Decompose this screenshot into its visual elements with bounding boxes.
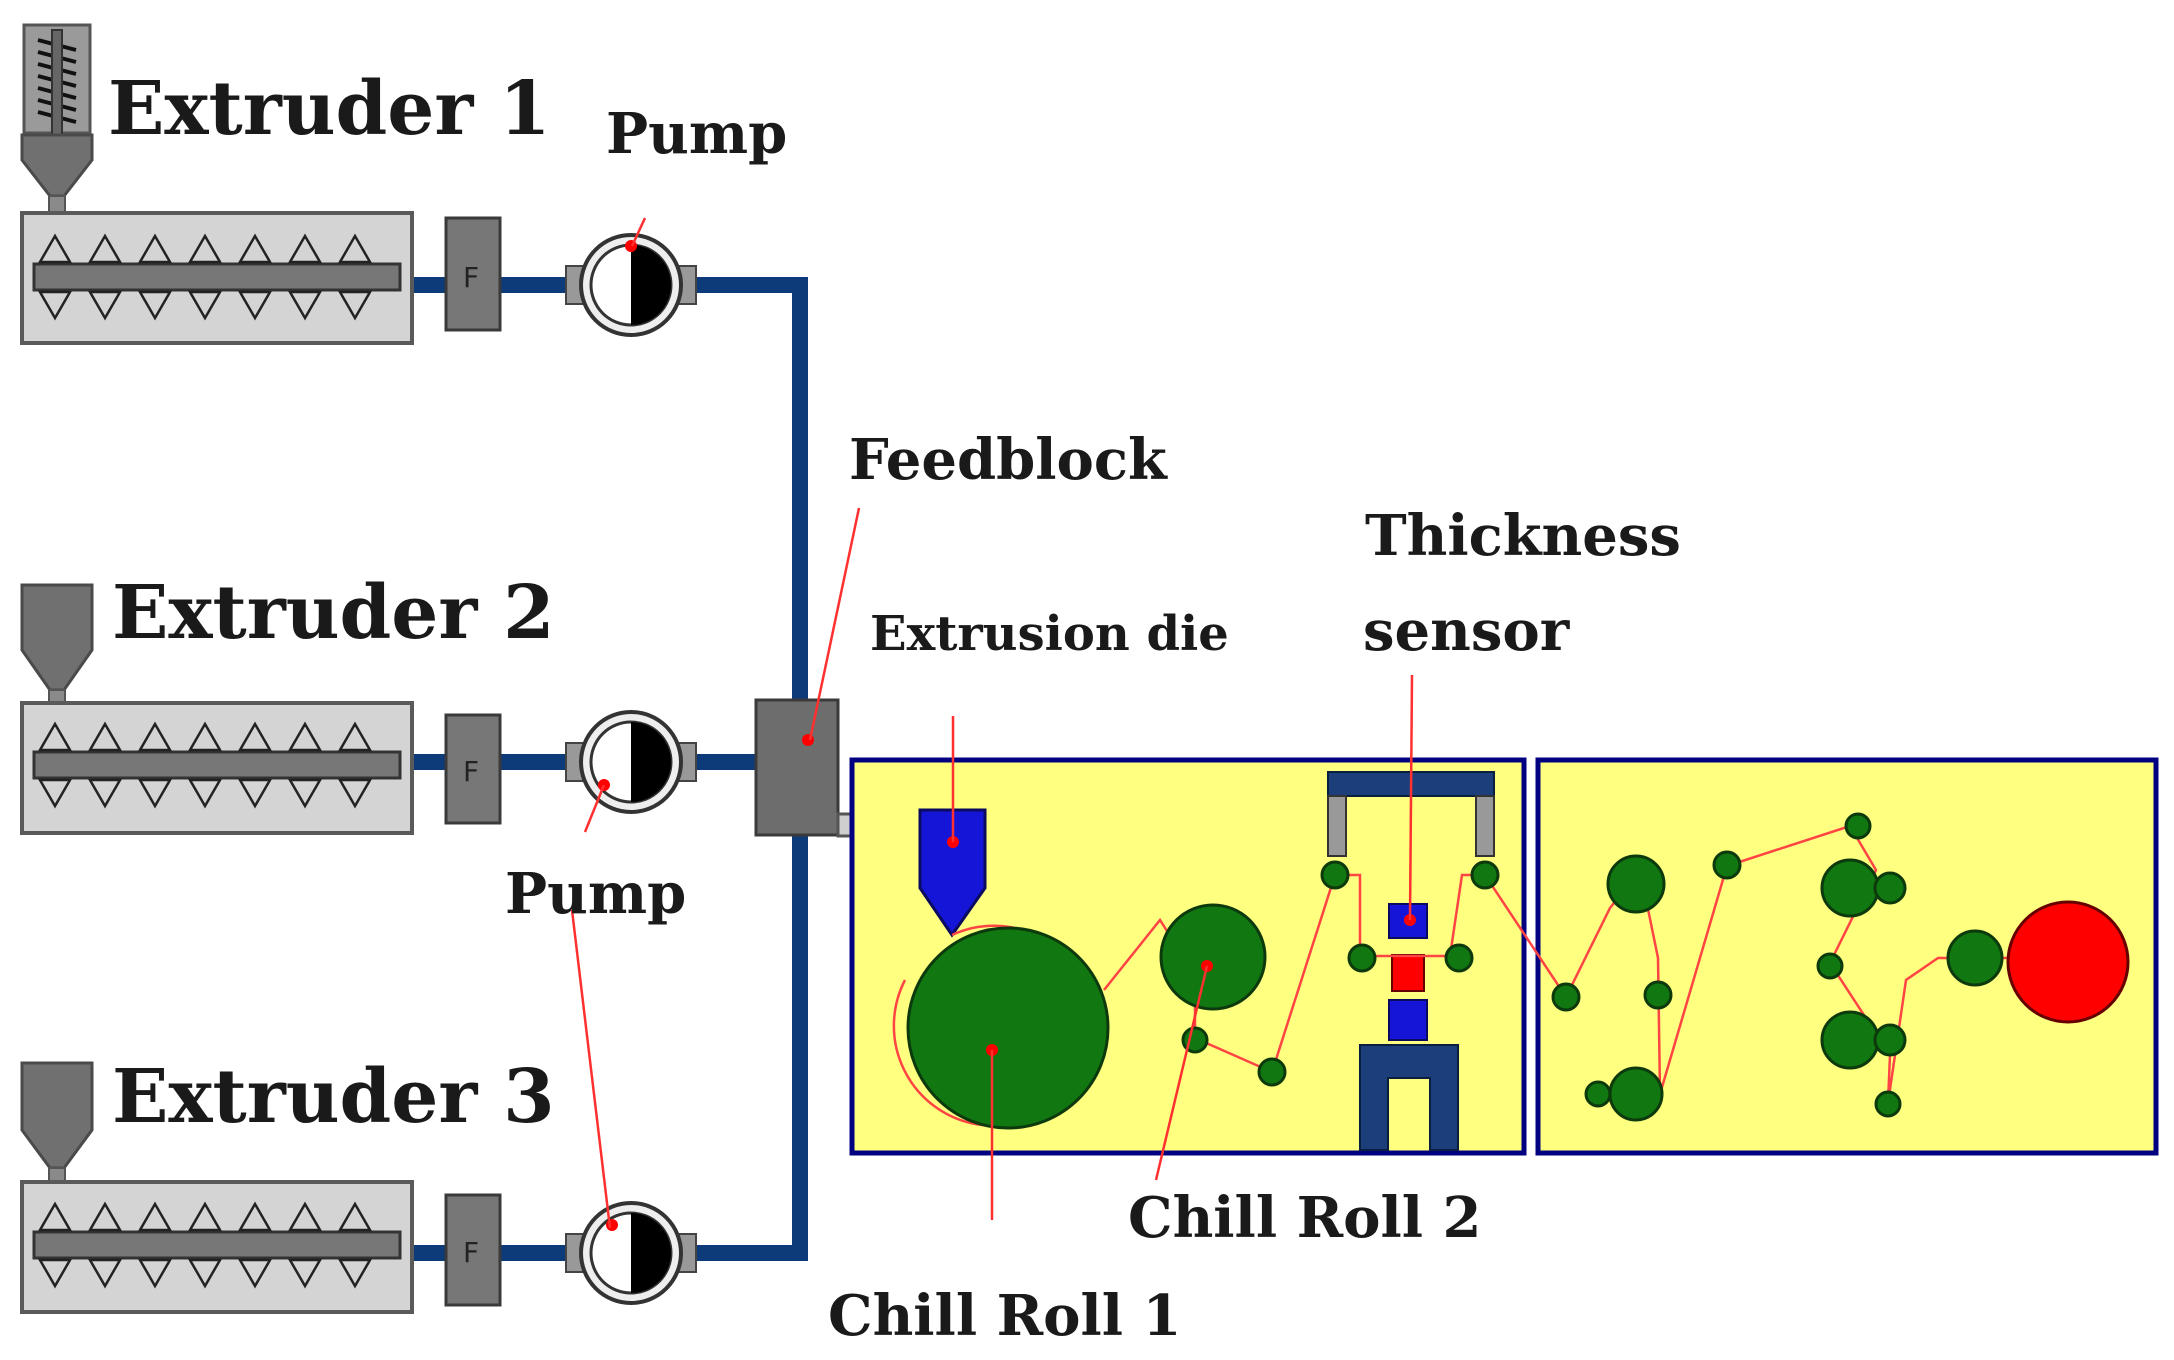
extruder-2: F <box>20 583 502 835</box>
hopper-funnel <box>20 583 94 692</box>
extrusion-die <box>918 808 987 938</box>
filter-box-1 <box>444 216 502 332</box>
pump-3 <box>565 1201 697 1305</box>
label-extruder-2: Extruder 2 <box>112 570 555 656</box>
label-chill-roll-2: Chill Roll 2 <box>1128 1185 1482 1251</box>
label-chill-roll-1: Chill Roll 1 <box>828 1283 1182 1349</box>
extruder-1: F <box>20 23 502 345</box>
label-extruder-3: Extruder 3 <box>112 1054 555 1140</box>
label-extrusion-die: Extrusion die <box>870 606 1229 662</box>
filter-box-3 <box>444 1193 502 1307</box>
chill-roll-1 <box>906 926 1110 1130</box>
chill-roll-2 <box>1159 903 1267 1011</box>
extruder-screw-shaft <box>32 262 402 292</box>
filter-mark-1: F <box>463 261 479 294</box>
filter-box-2 <box>444 713 502 825</box>
label-feedblock: Feedblock <box>849 427 1167 493</box>
hopper-neck <box>48 1167 66 1183</box>
label-thickness: Thickness <box>1365 503 1681 569</box>
extruder-screw-flights <box>37 721 373 809</box>
hopper-spring-core <box>51 29 63 136</box>
extruder-3: F <box>20 1061 502 1314</box>
label-pump-top: Pump <box>606 101 788 167</box>
extruder-screw-flights <box>37 1201 373 1289</box>
rolls <box>906 812 2130 1130</box>
extruder-screw-flights <box>37 233 373 321</box>
hopper-funnel <box>20 133 94 198</box>
pump-1 <box>565 233 697 337</box>
label-sensor: sensor <box>1363 598 1570 664</box>
label-extruder-1: Extruder 1 <box>108 66 551 152</box>
filter-mark-3: F <box>463 1236 479 1269</box>
extruder-screw-shaft <box>32 1230 402 1260</box>
winder-roll <box>2006 900 2130 1024</box>
extruder-screw-shaft <box>32 750 402 780</box>
leader-lines <box>570 217 1414 1229</box>
label-pump-middle: Pump <box>505 861 687 927</box>
hopper-funnel <box>20 1061 94 1170</box>
pump-2 <box>565 710 697 814</box>
filter-mark-2: F <box>463 755 479 788</box>
